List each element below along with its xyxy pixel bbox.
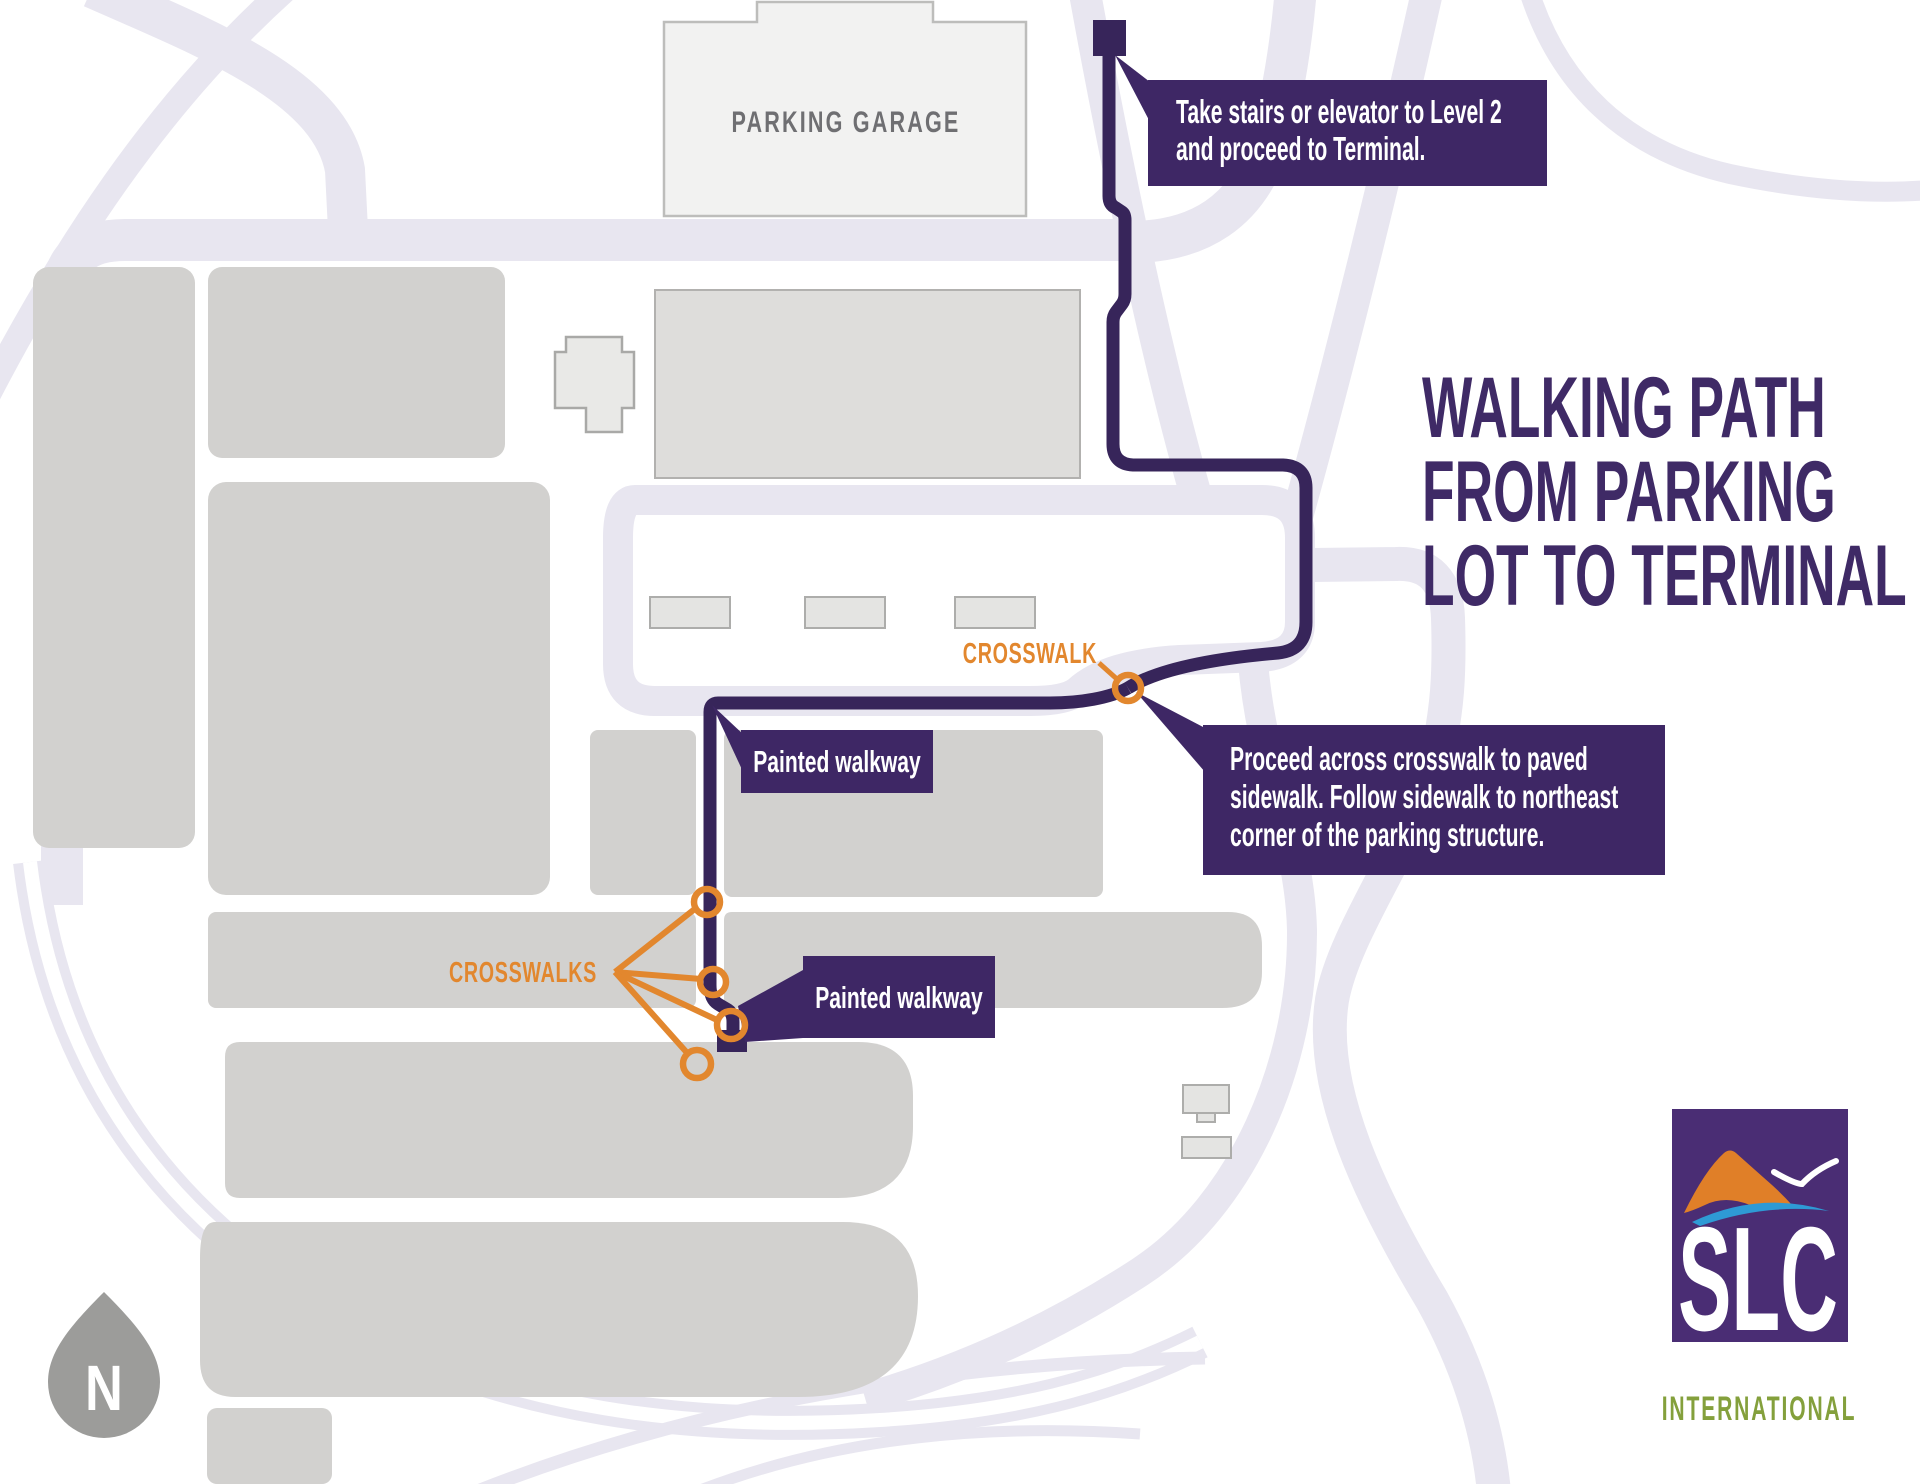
small-building-2	[1181, 1136, 1232, 1159]
callout-pw1-box	[741, 730, 933, 793]
callout-proceed-line2: sidewalk. Follow sidewalk to northeast	[1230, 778, 1618, 815]
road-bottom-thin-2	[700, 1425, 1141, 1484]
crosswalks-ray-4	[612, 970, 692, 1057]
crosswalks-ray-1	[613, 905, 698, 975]
small-cross-building	[553, 335, 636, 434]
crosswalk-circle-2	[696, 965, 730, 999]
callout-proceed-line1: Proceed across crosswalk to paved	[1230, 740, 1588, 777]
lot-row1-left	[590, 730, 696, 895]
callout-painted-walkway-1: Painted walkway	[712, 705, 933, 793]
curb-median-strips	[649, 596, 1036, 629]
compass-pin-icon	[48, 1292, 160, 1438]
callout-stairs-pointer	[1115, 55, 1150, 122]
logo-mountain-icon	[1684, 1150, 1792, 1213]
callout-pw1-label: Painted walkway	[753, 744, 921, 779]
callout-proceed-line3: corner of the parking structure.	[1230, 816, 1544, 853]
slc-logo: SLC INTERNATIONAL	[1662, 1109, 1857, 1427]
garage-forecourt-block	[654, 289, 1081, 479]
callout-painted-walkway-2: Painted walkway	[738, 956, 995, 1042]
title-line1: WALKING PATH	[1422, 360, 1826, 456]
small-building-1	[1182, 1084, 1230, 1114]
crosswalk-connector	[1097, 661, 1120, 682]
callout-proceed-box	[1203, 725, 1665, 875]
crosswalks-ray-2	[614, 969, 702, 982]
callout-pw1-pointer	[712, 705, 745, 776]
crosswalk-circle-main	[1111, 671, 1145, 705]
path-garage-to-crosswalk	[1102, 44, 1313, 694]
median-strip-3	[954, 596, 1036, 629]
crosswalk-label: CROSSWALK	[963, 638, 1097, 670]
road-topleft-curve	[83, 0, 369, 251]
logo-bird-icon	[1771, 1158, 1839, 1188]
parking-lots	[33, 267, 1262, 1484]
south-buildings	[1181, 1084, 1232, 1159]
crosswalks-ray-3	[613, 969, 719, 1023]
median-strip-2	[804, 596, 886, 629]
lot-west-column	[33, 267, 195, 848]
callout-stairs-line1: Take stairs or elevator to Level 2	[1176, 93, 1502, 130]
lot-southwest-remnant	[207, 1408, 332, 1484]
logo-subtitle: INTERNATIONAL	[1662, 1389, 1857, 1427]
lot-row2-left	[208, 912, 696, 1008]
crosswalks-rays	[612, 905, 719, 1057]
crosswalk-circle-3	[713, 1007, 749, 1043]
crosswalk-circle-1	[690, 885, 724, 919]
logo-swoosh-icon	[1692, 1202, 1829, 1226]
title-line3: LOT TO TERMINAL	[1422, 528, 1907, 624]
parking-garage-label: PARKING GARAGE	[732, 104, 961, 138]
page-title: WALKING PATH FROM PARKING LOT TO TERMINA…	[1422, 360, 1907, 624]
small-building-1-tab	[1196, 1112, 1216, 1123]
road-east	[1149, 546, 1511, 1484]
callout-proceed-pointer	[1136, 692, 1205, 772]
road-topright-thin	[1521, 0, 1920, 202]
callout-pw2-pointer	[738, 970, 803, 1042]
callout-pw2-box	[803, 956, 995, 1038]
lot-row4	[200, 1222, 918, 1397]
compass-label: N	[85, 1353, 123, 1424]
logo-acronym: SLC	[1678, 1197, 1838, 1363]
median-strip-1	[649, 596, 731, 629]
callout-stairs: Take stairs or elevator to Level 2 and p…	[1115, 55, 1547, 186]
lot-north-block	[208, 267, 505, 458]
callout-stairs-box	[1148, 80, 1547, 186]
title-line2: FROM PARKING	[1422, 444, 1836, 540]
callout-proceed: Proceed across crosswalk to paved sidewa…	[1136, 692, 1665, 875]
crosswalks-label: CROSSWALKS	[449, 957, 597, 989]
crosswalk-circle-4	[679, 1046, 715, 1082]
north-compass: N	[48, 1292, 160, 1438]
callout-stairs-line2: and proceed to Terminal.	[1176, 130, 1425, 167]
path-start-marker	[1093, 20, 1126, 56]
lot-row3	[225, 1042, 913, 1198]
lot-mid-block	[208, 482, 550, 895]
callout-pw2-label: Painted walkway	[815, 980, 983, 1015]
crosswalk-markers: CROSSWALK CROSSWALKS	[449, 638, 1145, 1082]
parking-garage-building	[662, 0, 1028, 218]
